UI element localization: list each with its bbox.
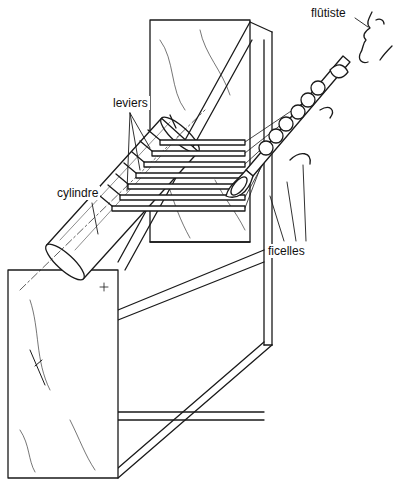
part-label: cylindre [55, 186, 100, 200]
part-label: ficelles [266, 244, 307, 258]
leader-lines [92, 18, 368, 241]
frame [118, 22, 272, 478]
part-label: flûtiste [309, 6, 348, 20]
base-box [8, 270, 118, 478]
flute [226, 56, 350, 198]
part-label: leviers [111, 96, 150, 110]
flautist-head [359, 12, 392, 63]
levers [100, 115, 245, 211]
